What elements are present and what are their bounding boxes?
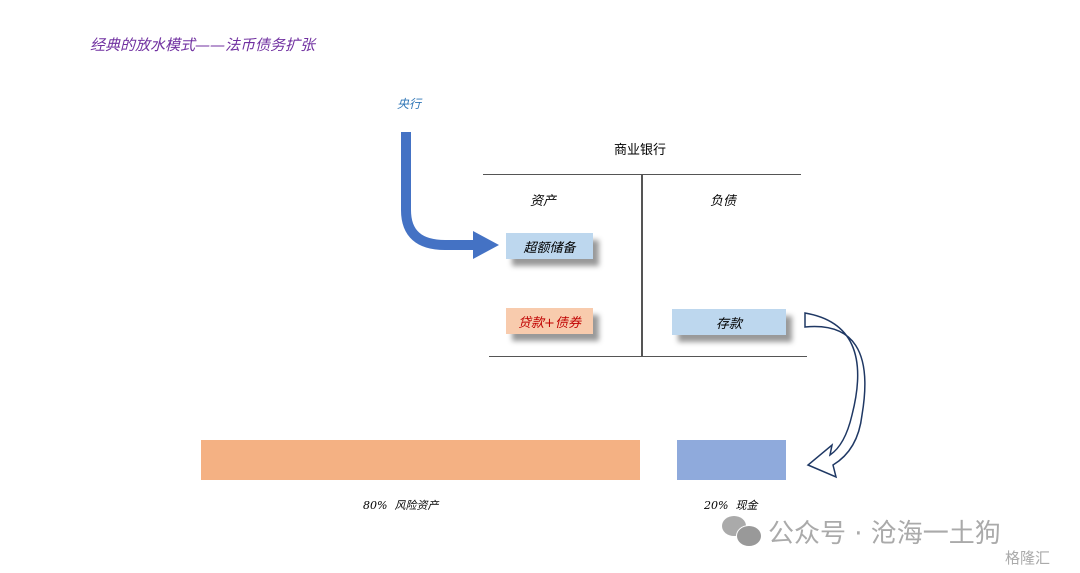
gelonghui-logo: 格隆汇: [1005, 549, 1051, 567]
t-account-bottom-line: [489, 356, 807, 357]
flow-arrow: [804, 312, 866, 479]
cash-label: 20% 现金: [704, 499, 758, 512]
commercial-bank-label: 商业银行: [614, 143, 667, 158]
deposits-box: 存款: [672, 309, 786, 335]
loans-bonds-box: 贷款+债券: [506, 308, 593, 334]
risk-assets-label: 80% 风险资产: [363, 499, 439, 512]
risk-assets-bar: [201, 440, 640, 480]
liabilities-header: 负债: [710, 194, 737, 209]
assets-header: 资产: [530, 194, 557, 209]
cash-bar: [677, 440, 786, 480]
slide-title: 经典的放水模式——法币债务扩张: [90, 36, 316, 54]
wechat-icon: [722, 516, 762, 547]
excess-reserves-box: 超额储备: [506, 233, 593, 259]
central-bank-label: 央行: [397, 97, 422, 111]
t-account-divider: [641, 174, 643, 357]
injection-arrow: [401, 132, 499, 259]
watermark-text: 公众号 · 沧海一土狗: [768, 519, 1001, 549]
